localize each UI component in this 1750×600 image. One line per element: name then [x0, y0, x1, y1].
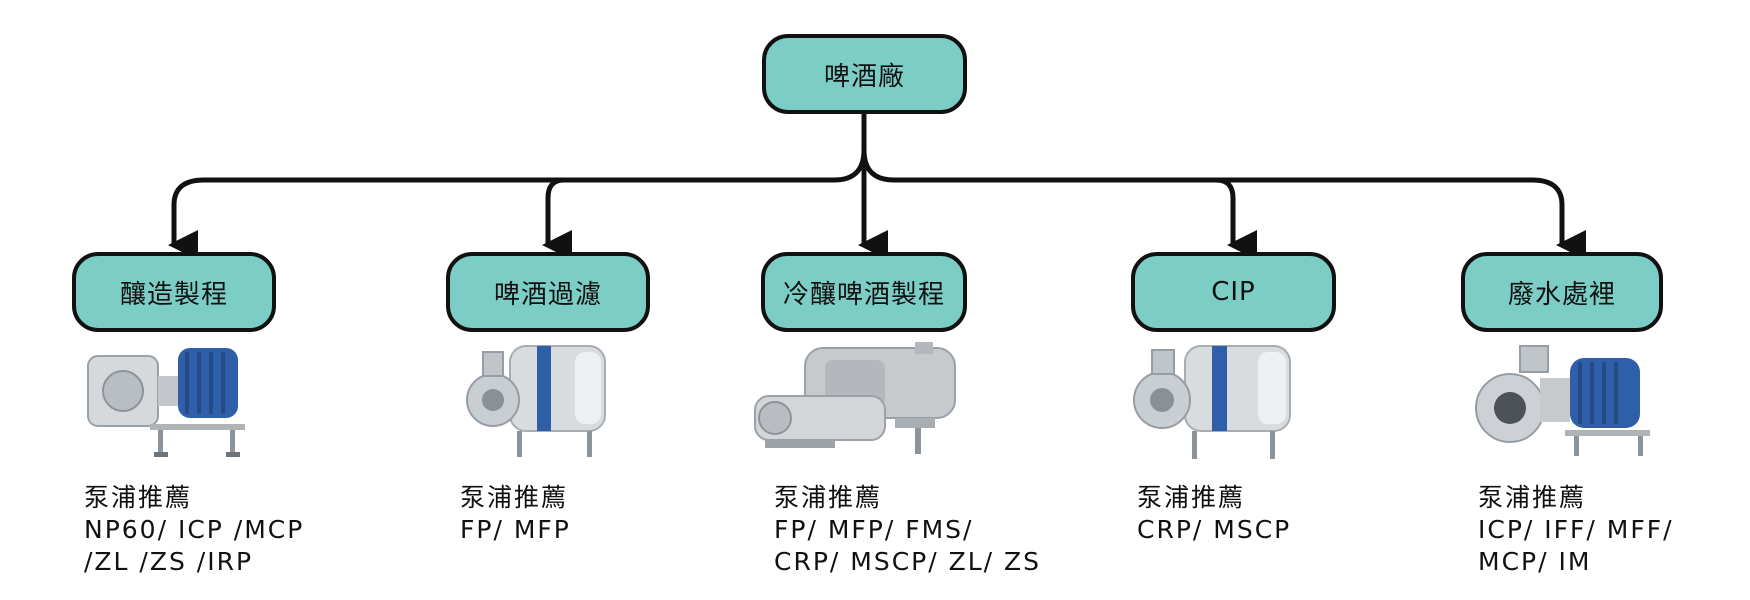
- recommendation-title: 泵浦推薦: [460, 483, 569, 512]
- root-node: 啤酒廠: [762, 34, 967, 114]
- recommendation-line: CRP/ MSCP/ ZL/ ZS: [774, 547, 1042, 576]
- pump-recommendation-brewing: 泵浦推薦 NP60/ ICP /MCP /ZL /ZS /IRP: [84, 482, 304, 578]
- end-suction-pump-with-blue-motor-icon: [1475, 345, 1650, 456]
- pump-recommendation-wastewater: 泵浦推薦 ICP/ IFF/ MFF/ MCP/ IM: [1478, 482, 1674, 578]
- recommendation-title: 泵浦推薦: [774, 483, 883, 512]
- recommendation-line: FP/ MFP: [460, 515, 571, 544]
- branch-node-cip: CIP: [1131, 252, 1336, 332]
- recommendation-line: MCP/ IM: [1478, 547, 1592, 576]
- branch-left-2: [542, 177, 572, 260]
- lobe-pump-with-blue-motor-icon: [87, 348, 245, 457]
- recommendation-line: FP/ MFP/ FMS/: [774, 515, 974, 544]
- branch-node-filtration: 啤酒過濾: [446, 252, 650, 332]
- centrifugal-pump-blue-band-icon: [466, 345, 606, 457]
- pump-recommendation-filtration: 泵浦推薦 FP/ MFP: [460, 482, 571, 546]
- recommendation-line: CRP/ MSCP: [1137, 515, 1292, 544]
- branch-node-brewing: 釀造製程: [72, 252, 276, 332]
- branch-node-cold-brew: 冷釀啤酒製程: [761, 252, 967, 332]
- branch-right-2: [1213, 177, 1257, 260]
- recommendation-line: ICP/ IFF/ MFF/: [1478, 515, 1674, 544]
- branch-node-wastewater: 廢水處裡: [1461, 252, 1663, 332]
- branch-right: [861, 147, 1586, 260]
- recommendation-title: 泵浦推薦: [84, 483, 193, 512]
- centrifugal-pump-blue-band-icon: [1133, 345, 1291, 459]
- recommendation-line: NP60/ ICP /MCP: [84, 515, 305, 544]
- recommendation-title: 泵浦推薦: [1478, 483, 1587, 512]
- recommendation-title: 泵浦推薦: [1137, 483, 1246, 512]
- pump-recommendation-cip: 泵浦推薦 CRP/ MSCP: [1137, 482, 1291, 546]
- rotary-lobe-pumps-pair-icon: [754, 342, 956, 454]
- branch-left: [168, 147, 867, 260]
- pump-recommendation-cold-brew: 泵浦推薦 FP/ MFP/ FMS/ CRP/ MSCP/ ZL/ ZS: [774, 482, 1041, 578]
- recommendation-line: /ZL /ZS /IRP: [84, 547, 254, 576]
